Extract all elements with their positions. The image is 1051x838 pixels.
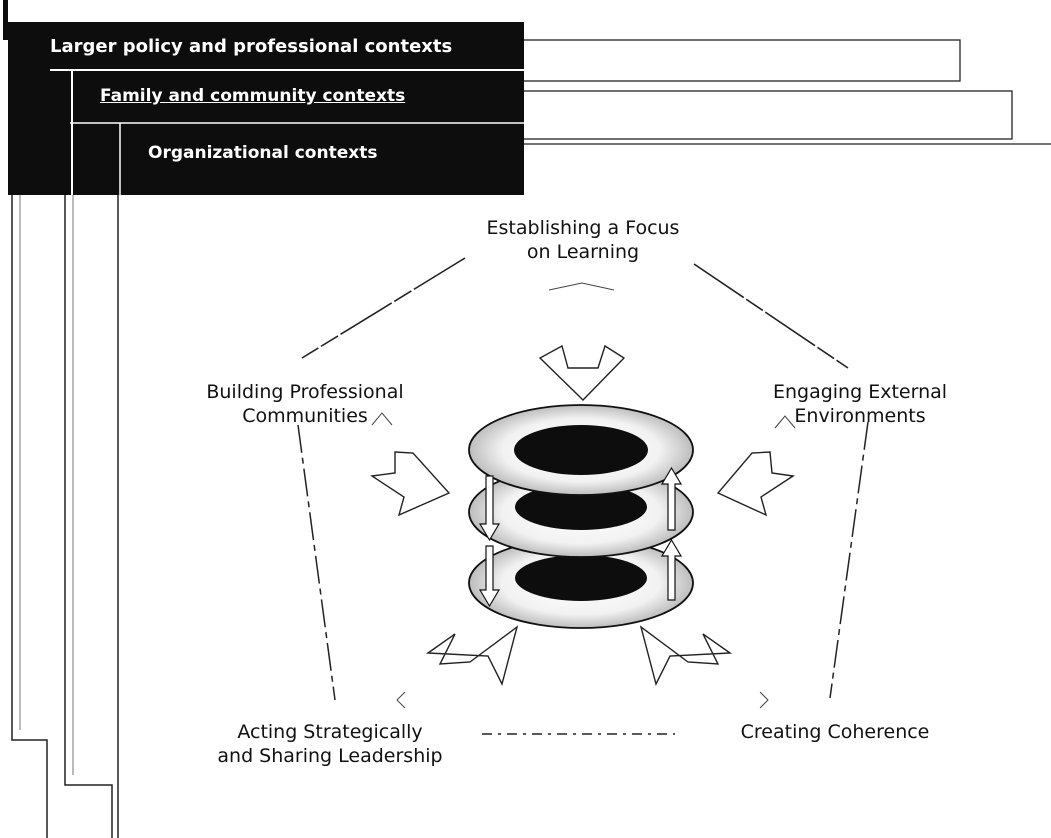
arrow-from-strategic	[425, 625, 519, 686]
arrow-from-communities	[370, 451, 451, 517]
middle-context-label: Family and community contexts	[100, 86, 406, 106]
node-communities-line1: Building Professional	[206, 381, 404, 403]
node-strategic-line2: and Sharing Leadership	[217, 745, 443, 767]
node-external-line2: Environments	[794, 405, 926, 427]
node-focus-line1: Establishing a Focus	[486, 217, 680, 239]
node-focus-line2: on Learning	[526, 241, 640, 263]
arrow-from-external	[716, 451, 795, 517]
node-acting-strategically: Acting Strategically and Sharing Leaders…	[185, 720, 475, 768]
connector-external-coherence	[829, 421, 869, 699]
node-external-line1: Engaging External	[772, 381, 948, 403]
arrow-up-upper	[660, 466, 683, 531]
outer-context-label: Larger policy and professional contexts	[50, 36, 453, 57]
node-engaging-external: Engaging External Environments	[735, 380, 985, 428]
node-establishing-focus: Establishing a Focus on Learning	[460, 216, 706, 264]
arrow-down-lower	[478, 545, 501, 608]
connector-focus-communities	[301, 257, 466, 359]
arrow-from-coherence	[639, 625, 733, 686]
arrow-from-focus	[538, 344, 626, 401]
arrow-up-lower	[660, 538, 683, 601]
arrow-down-upper	[478, 475, 501, 542]
node-creating-coherence: Creating Coherence	[705, 720, 965, 744]
inner-context-label: Organizational contexts	[148, 143, 378, 163]
connector-communities-strategic	[297, 424, 336, 701]
node-communities-line2: Communities	[242, 405, 368, 427]
node-coherence-line1: Creating Coherence	[740, 721, 930, 743]
middle-context-border	[64, 195, 113, 838]
connector-focus-external	[693, 263, 849, 369]
node-strategic-line1: Acting Strategically	[237, 721, 423, 743]
stacked-discs	[468, 404, 694, 629]
context-header-block	[8, 22, 524, 195]
node-building-communities: Building Professional Communities	[180, 380, 430, 428]
outer-context-border	[11, 195, 48, 838]
